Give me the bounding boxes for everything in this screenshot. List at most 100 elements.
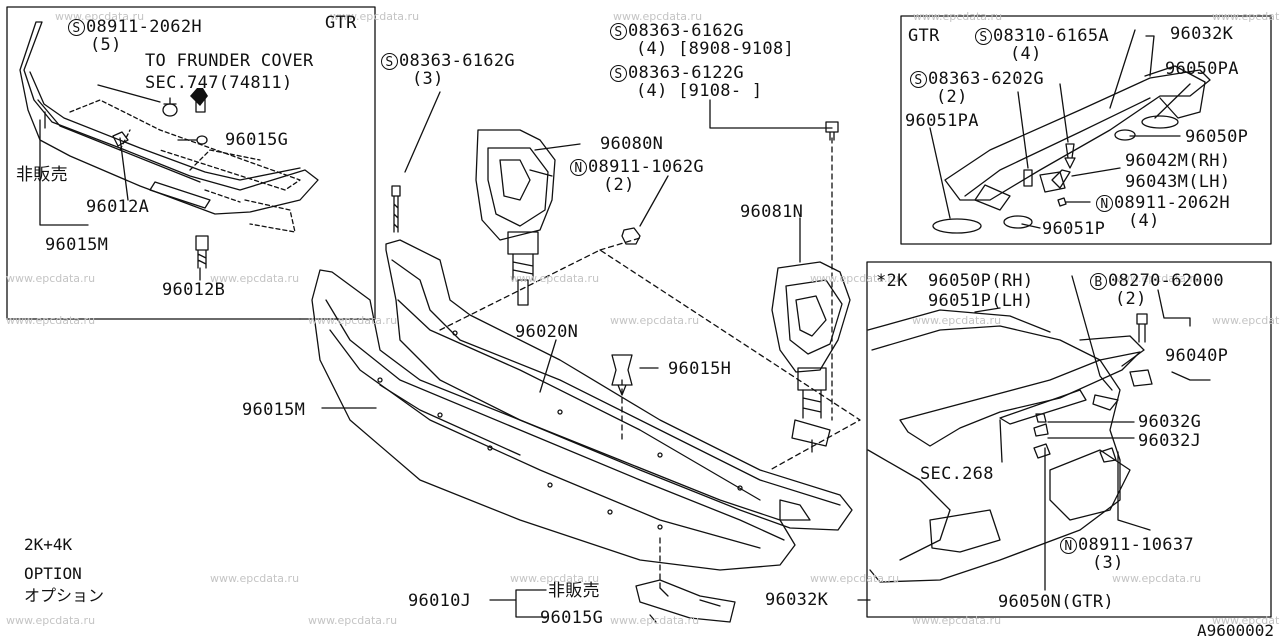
screw-qty: (4): [1010, 44, 1042, 64]
rear-2k-box-frame: [866, 261, 1272, 618]
option-note-2k4k: 2K+4K: [24, 535, 73, 554]
b-prefix-icon: B: [1090, 272, 1107, 290]
n-prefix-icon: N: [1096, 194, 1113, 212]
part-96015G-label: 96015G: [225, 130, 289, 150]
hood-latch-right-drawing: [771, 261, 851, 453]
part-96032K-label: 96032K: [1170, 24, 1234, 44]
s-prefix-icon: S: [68, 18, 85, 36]
clip-96015H-drawing: [611, 354, 633, 396]
watermark: www.epcdata.ru: [613, 10, 703, 23]
part-96032K-main-label: 96032K: [765, 590, 829, 610]
not-sold-label: 非販売: [16, 165, 68, 185]
watermark: www.epcdata.ru: [510, 572, 600, 585]
watermark: www.epcdata.ru: [6, 314, 96, 327]
watermark: www.epcdata.ru: [308, 614, 398, 627]
watermark: www.epcdata.ru: [210, 272, 300, 285]
hood-latch-left-drawing: [475, 129, 556, 306]
part-96051P-lh-label: 96051P(LH): [928, 291, 1034, 311]
s-prefix-icon: S: [975, 27, 992, 45]
watermark: www.epcdata.ru: [610, 314, 700, 327]
front-bumper-lower-drawing: [311, 269, 796, 571]
part-96051PA-label: 96051PA: [905, 111, 979, 131]
part-96012B-label: 96012B: [162, 280, 226, 300]
n-prefix-icon: N: [1060, 536, 1077, 554]
rear-gtr-box-frame: [900, 15, 1272, 245]
sec-268-label: SEC.268: [920, 464, 994, 484]
watermark: www.epcdata.ru: [1212, 614, 1280, 627]
watermark: www.epcdata.ru: [810, 572, 900, 585]
watermark: www.epcdata.ru: [912, 614, 1002, 627]
watermark: www.epcdata.ru: [6, 272, 96, 285]
gtr-tag: GTR: [325, 13, 357, 33]
screw-qty-range: (4) [9108- ]: [636, 81, 763, 101]
watermark: www.epcdata.ru: [810, 272, 900, 285]
part-96050PA-label: 96050PA: [1165, 59, 1239, 79]
part-96050P-rh-label: 96050P(RH): [928, 271, 1034, 291]
nut-08911-1062G-drawing: [621, 227, 641, 245]
rear-2k-trunk-drawing: [867, 309, 1153, 583]
part-96032J-label: 96032J: [1138, 431, 1202, 451]
watermark: www.epcdata.ru: [913, 10, 1003, 23]
rear-gtr-spoiler-drawing: [932, 65, 1211, 234]
bumper-reinforcement-drawing: [385, 185, 853, 531]
part-96020N-label: 96020N: [515, 322, 579, 342]
watermark: www.epcdata.ru: [610, 614, 700, 627]
part-96042M-label: 96042M(RH): [1125, 151, 1231, 171]
s-prefix-icon: S: [910, 70, 927, 88]
note-to-frunder-cover: TO FRUNDER COVER: [145, 51, 314, 71]
gtr-tag-rear: GTR: [908, 26, 940, 46]
watermark: www.epcdata.ru: [6, 614, 96, 627]
bracket-96010J-drawing: [635, 579, 736, 623]
part-96050P-label: 96050P: [1185, 127, 1249, 147]
watermark: www.epcdata.ru: [510, 272, 600, 285]
watermark: www.epcdata.ru: [330, 10, 420, 23]
nut-qty: (2): [603, 175, 635, 195]
part-96015M-label: 96015M: [45, 235, 109, 255]
nut-qty: (3): [1092, 553, 1124, 573]
watermark: www.epcdata.ru: [210, 572, 300, 585]
screw-qty: (3): [412, 69, 444, 89]
part-96032G-label: 96032G: [1138, 412, 1202, 432]
part-96040P-label: 96040P: [1165, 346, 1229, 366]
watermark: www.epcdata.ru: [1112, 572, 1202, 585]
part-96010J-label: 96010J: [408, 591, 472, 611]
option-note-option: OPTION: [24, 564, 82, 583]
part-96015M-main-label: 96015M: [242, 400, 306, 420]
watermark: www.epcdata.ru: [1212, 314, 1280, 327]
s-prefix-icon: S: [610, 22, 627, 40]
part-96015G-main-label: 96015G: [540, 608, 604, 628]
part-96080N-label: 96080N: [600, 134, 664, 154]
front-gtr-box-frame: [6, 6, 376, 320]
watermark: www.epcdata.ru: [912, 314, 1002, 327]
part-96043M-label: 96043M(LH): [1125, 172, 1231, 192]
watermark: www.epcdata.ru: [1212, 10, 1280, 23]
part-96012A-label: 96012A: [86, 197, 150, 217]
screw-qty-range: (4) [8908-9108]: [636, 39, 795, 59]
not-sold-label: 非販売: [548, 581, 600, 601]
part-96081N-label: 96081N: [740, 202, 804, 222]
bolt-qty: (2): [1115, 289, 1147, 309]
s-prefix-icon: S: [610, 64, 627, 82]
option-note-katakana: オプション: [24, 586, 105, 605]
nut-qty: (4): [1128, 211, 1160, 231]
bolt-08363-6162G-drawing: [825, 121, 839, 141]
part-96051P-label: 96051P: [1042, 219, 1106, 239]
screw-qty: (5): [90, 35, 122, 55]
note-sec-747: SEC.747(74811): [145, 73, 293, 93]
tag-2k: *2K: [876, 271, 908, 291]
watermark: www.epcdata.ru: [308, 314, 398, 327]
screw-qty: (2): [936, 87, 968, 107]
drawing-code: A9600002: [1196, 621, 1274, 640]
